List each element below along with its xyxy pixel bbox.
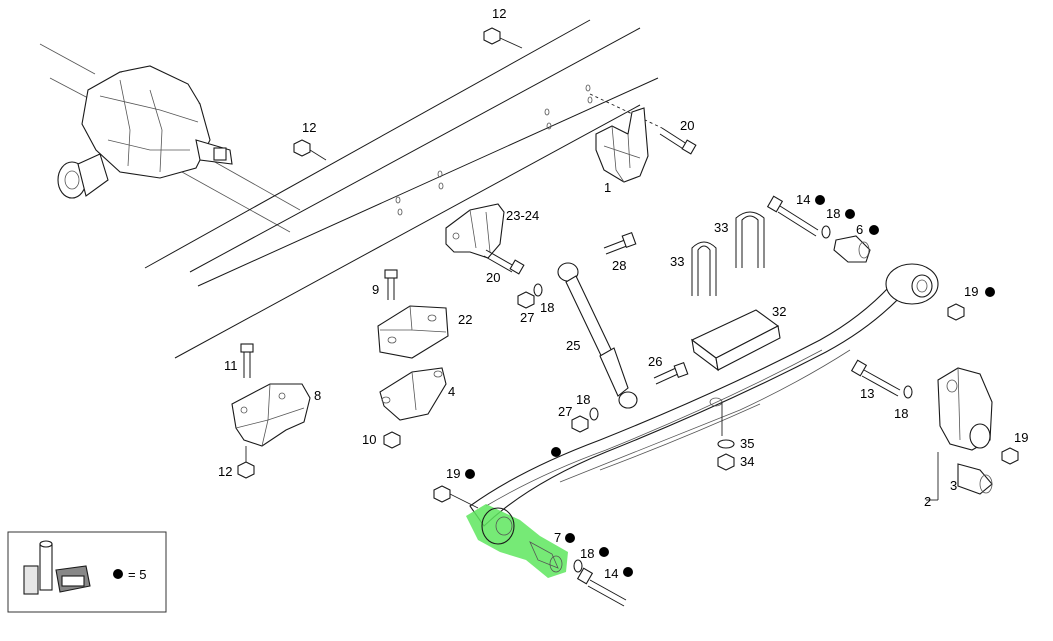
callout-12-low: 12: [218, 464, 232, 479]
callout-12-mid: 12: [302, 120, 316, 135]
u-bolt-part-33-right[interactable]: 33: [714, 211, 765, 268]
callout-18-upper: 18: [540, 300, 554, 315]
bolt-part-26[interactable]: 26: [648, 354, 689, 385]
bolt-part-20-lower[interactable]: 20: [483, 249, 525, 285]
grease-kit-icon: [23, 540, 91, 595]
bolt-part-28[interactable]: 28: [603, 231, 637, 273]
bolt-part-14-upper[interactable]: 14: [766, 192, 825, 237]
nut-part-10[interactable]: 10: [362, 431, 401, 449]
callout-33-left: 33: [670, 254, 684, 269]
washer-part-18-lower[interactable]: 18: [576, 392, 599, 421]
callout-20-lower: 20: [486, 270, 500, 285]
legend-text: = 5: [128, 567, 146, 582]
shackle-part-2[interactable]: 2: [924, 367, 993, 509]
callout-19-front: 19: [446, 466, 460, 481]
nut-part-19-front[interactable]: 19: [433, 466, 479, 509]
bullet-dot-spring: [551, 447, 561, 457]
bump-stop-part-4[interactable]: 4: [379, 367, 455, 421]
bracket-part-1[interactable]: 1: [595, 107, 649, 195]
bushing-part-7-label[interactable]: 7: [554, 530, 575, 545]
washer-part-18-front[interactable]: 18: [573, 546, 609, 573]
bullet-dot: [623, 567, 633, 577]
callout-2: 2: [924, 494, 931, 509]
callout-22: 22: [458, 312, 472, 327]
washer-part-18-top[interactable]: 18: [821, 206, 855, 239]
callout-19-shackle: 19: [1014, 430, 1028, 445]
callout-18-lower: 18: [576, 392, 590, 407]
nut-part-27-upper[interactable]: 27: [517, 291, 535, 325]
nut-part-27-lower[interactable]: 27: [558, 404, 589, 433]
legend-box: = 5: [7, 531, 167, 613]
bullet-dot: [465, 469, 475, 479]
bullet-dot: [985, 287, 995, 297]
bolt-part-13[interactable]: 13: [850, 359, 901, 401]
callout-9: 9: [372, 282, 379, 297]
callout-32: 32: [772, 304, 786, 319]
callout-14-upper: 14: [796, 192, 810, 207]
callout-35: 35: [740, 436, 754, 451]
nut-part-19-right[interactable]: 19: [947, 284, 995, 321]
bracket-part-8[interactable]: 8: [231, 383, 321, 447]
nut-part-12-top[interactable]: 12: [483, 6, 523, 49]
callout-26: 26: [648, 354, 662, 369]
frame-holes: [395, 84, 593, 216]
callout-28: 28: [612, 258, 626, 273]
spring-seat-part-32[interactable]: 32: [690, 304, 786, 372]
bolt-part-9[interactable]: 9: [372, 269, 398, 300]
callout-3: 3: [950, 478, 957, 493]
callout-18-top: 18: [826, 206, 840, 221]
callout-12-top: 12: [492, 6, 506, 21]
nut-part-12-mid[interactable]: 12: [293, 120, 327, 161]
callout-19-right: 19: [964, 284, 978, 299]
callout-27-upper: 27: [520, 310, 534, 325]
callout-10: 10: [362, 432, 376, 447]
callout-11: 11: [224, 358, 238, 373]
bracket-part-23-24[interactable]: 23-24: [445, 203, 539, 259]
callout-33-right: 33: [714, 220, 728, 235]
bolt-part-11[interactable]: 11: [224, 343, 254, 378]
shock-absorber-part-25[interactable]: 25: [557, 262, 638, 409]
callout-34: 34: [740, 454, 754, 469]
washer-part-18-shackle[interactable]: 18: [894, 385, 913, 421]
callout-7: 7: [554, 530, 561, 545]
callout-25: 25: [566, 338, 580, 353]
u-bolt-part-33-left[interactable]: 33: [670, 241, 717, 296]
callout-8: 8: [314, 388, 321, 403]
frame-rail: [144, 19, 663, 359]
bullet-dot: [845, 209, 855, 219]
pin-part-3[interactable]: 3: [950, 463, 993, 495]
legend-bullet: [113, 569, 123, 579]
axle-housing: [39, 43, 301, 233]
front-eye-bushing-highlight[interactable]: [466, 504, 568, 578]
callout-13: 13: [860, 386, 874, 401]
callout-27-lower: 27: [558, 404, 572, 419]
spacer-part-22[interactable]: 22: [377, 305, 472, 359]
callout-20-upper: 20: [680, 118, 694, 133]
bolt-part-14-lower[interactable]: 14: [576, 566, 633, 607]
callout-18-front: 18: [580, 546, 594, 561]
washer-part-18-upper[interactable]: 18: [533, 283, 554, 315]
callout-4: 4: [448, 384, 455, 399]
bullet-dot: [565, 533, 575, 543]
callout-23-24: 23-24: [506, 208, 539, 223]
bullet-dot: [815, 195, 825, 205]
callout-18-shackle: 18: [894, 406, 908, 421]
bullet-dot: [599, 547, 609, 557]
callout-1: 1: [604, 180, 611, 195]
nut-part-34[interactable]: 34: [717, 453, 754, 471]
nut-part-19-shackle[interactable]: 19: [1001, 430, 1028, 465]
callout-14-lower: 14: [604, 566, 618, 581]
callout-6: 6: [856, 222, 863, 237]
leaf-spring[interactable]: [469, 263, 939, 527]
washer-part-35[interactable]: 35: [717, 436, 754, 451]
nut-part-12-low[interactable]: 12: [218, 446, 255, 479]
bullet-dot: [869, 225, 879, 235]
bolt-part-20-upper[interactable]: 20: [659, 118, 697, 155]
bushing-part-6[interactable]: 6: [833, 222, 879, 263]
